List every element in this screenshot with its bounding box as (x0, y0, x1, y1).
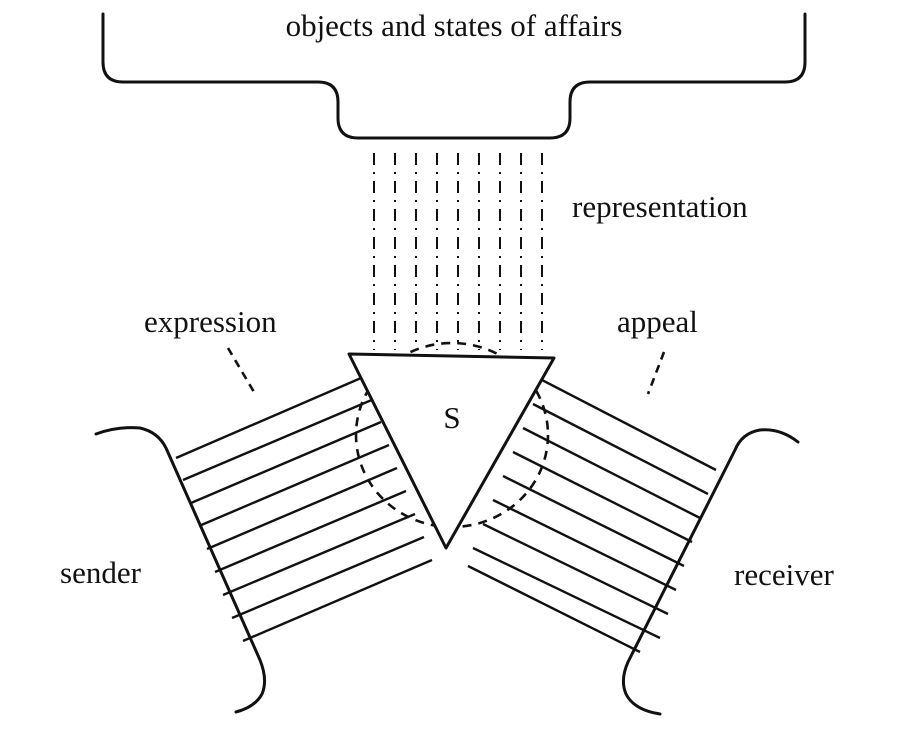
sign-label: S (443, 400, 460, 435)
expression-lines (175, 373, 433, 643)
appeal-line (512, 450, 693, 544)
expression-line (206, 466, 398, 551)
expression-line (175, 373, 369, 460)
expression-label: expression (144, 304, 277, 339)
appeal-line (532, 402, 709, 496)
expression-line (198, 443, 390, 528)
expression-line (182, 397, 375, 482)
appeal-line (522, 426, 701, 520)
appeal-line (482, 522, 669, 616)
appeal-lines (467, 378, 717, 654)
objects-label: objects and states of affairs (286, 8, 623, 43)
appeal-line (492, 498, 677, 592)
appeal-line (541, 378, 717, 472)
appeal-pointer (646, 351, 666, 395)
expression-line (214, 489, 407, 574)
expression-line (231, 535, 425, 620)
receiver-label: receiver (734, 557, 834, 592)
expression-line (190, 420, 382, 505)
expression-pointer (226, 347, 256, 393)
receiver-bracket (621, 428, 800, 716)
sign-triangle (347, 352, 556, 550)
appeal-label: appeal (617, 304, 698, 339)
sender-label: sender (60, 555, 142, 590)
appeal-line (472, 546, 661, 640)
objects-bracket (101, 12, 807, 140)
representation-lines (373, 153, 543, 350)
sender-bracket (94, 426, 267, 714)
expression-line (242, 558, 433, 643)
representation-label: representation (572, 189, 748, 224)
appeal-line (467, 564, 641, 654)
appeal-line (502, 474, 685, 568)
expression-line (222, 512, 416, 597)
